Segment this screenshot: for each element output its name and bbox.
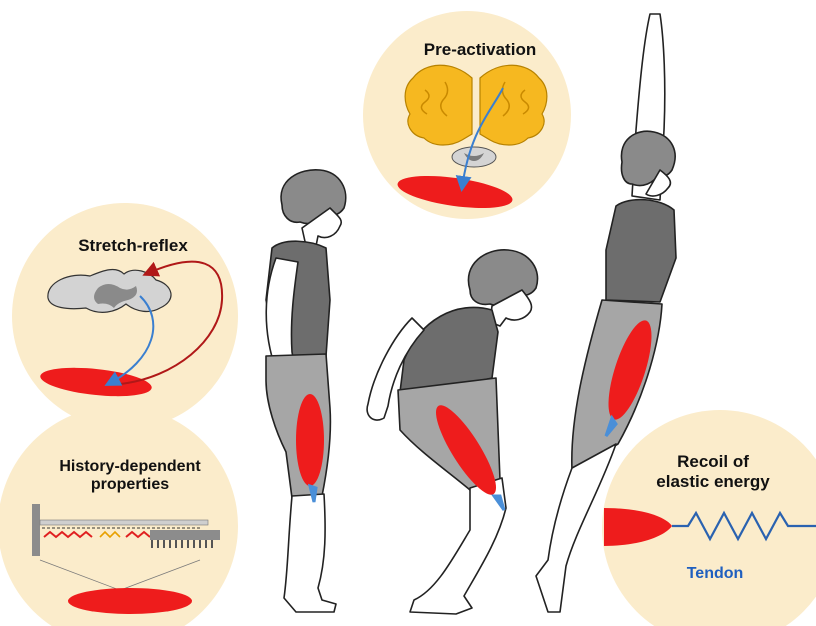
recoil-title-line1: Recoil of xyxy=(628,452,798,472)
pre-activation-title: Pre-activation xyxy=(400,40,560,60)
tendon-label: Tendon xyxy=(660,565,770,583)
recoil-title: Recoil of elastic energy xyxy=(628,452,798,491)
recoil-title-line2: elastic energy xyxy=(628,472,798,492)
history-muscle xyxy=(68,588,192,614)
standing-legs xyxy=(284,494,336,612)
history-title-line1: History-dependent xyxy=(40,458,220,476)
standing-figure xyxy=(266,170,346,612)
spinal-cord-icon xyxy=(452,147,496,167)
squat-legs xyxy=(410,478,506,614)
stretch-reflex-title: Stretch-reflex xyxy=(48,236,218,256)
jump-shirt xyxy=(606,200,676,302)
history-title-line2: properties xyxy=(40,476,220,494)
standing-quad-muscle xyxy=(296,394,324,486)
history-title: History-dependent properties xyxy=(40,458,220,495)
